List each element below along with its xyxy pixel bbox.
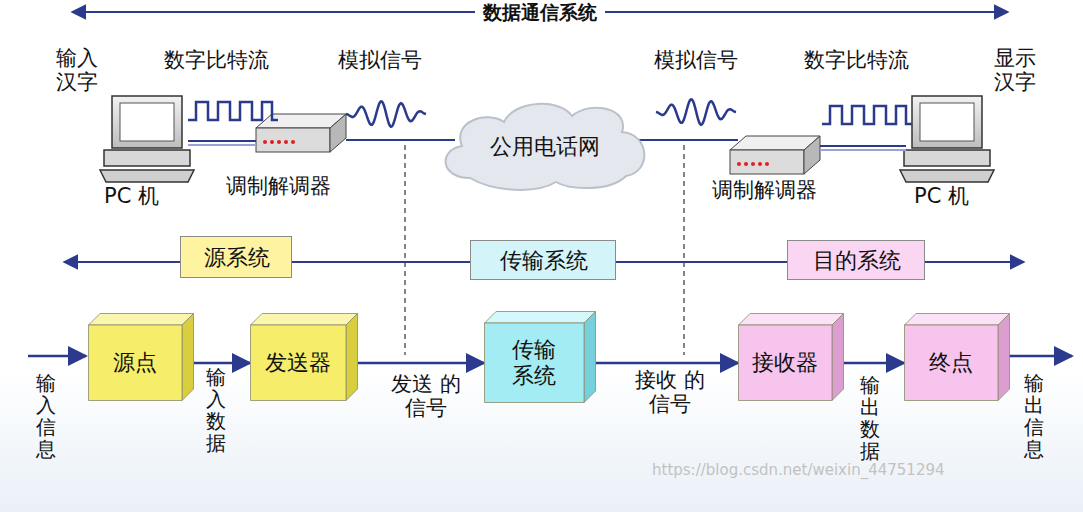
signal-arrow: [194, 362, 250, 365]
text-label: 输出数据: [860, 374, 880, 462]
modem-icon: [730, 136, 820, 174]
diagram-title: 数据通信系统: [475, 0, 605, 26]
signal-arrow: [844, 362, 904, 365]
block-box: 传输 系统: [484, 311, 596, 403]
block-box: 发送器: [250, 313, 358, 401]
block-box: 接收器: [738, 313, 844, 401]
text-label: 发送 的信号: [384, 372, 468, 420]
text-label: 显示 汉字: [994, 46, 1042, 94]
block-box: 源点: [88, 313, 194, 401]
signal-arrow: [358, 362, 484, 365]
text-label: 调制解调器: [226, 174, 331, 198]
node-text: 源点: [113, 350, 157, 376]
node-text: 传输 系统: [510, 337, 558, 390]
node-text: 目的系统: [813, 246, 901, 276]
node-text: 终点: [929, 350, 973, 376]
modem-icon: [256, 114, 346, 152]
node-text: 发送器: [265, 350, 331, 376]
text-label: 数字比特流: [804, 48, 909, 72]
signal-arrow: [596, 362, 738, 365]
block-box: 终点: [904, 313, 1010, 401]
node-text: 公用电话网: [490, 132, 600, 162]
network-cloud: 公用电话网: [470, 122, 620, 172]
pc-icon: [900, 96, 994, 182]
node-text: 源系统: [204, 243, 270, 273]
text-label: 接收 的信号: [628, 368, 712, 416]
text-label: 输出信息: [1024, 372, 1044, 460]
system-band: 传输系统: [470, 240, 616, 280]
text-label: 模拟信号: [654, 48, 738, 72]
pc-icon: [100, 96, 194, 182]
text-label: 模拟信号: [338, 48, 422, 72]
text-label: 输入数据: [206, 366, 226, 454]
node-text: 传输系统: [500, 246, 588, 276]
node-text: 接收器: [752, 350, 818, 376]
watermark: https://blog.csdn.net/weixin_44751294: [652, 462, 945, 479]
system-band: 源系统: [180, 236, 292, 278]
text-label: 输入信息: [36, 372, 56, 460]
text-label: PC 机: [104, 184, 159, 208]
text-label: 调制解调器: [712, 178, 817, 202]
text-label: 数字比特流: [164, 48, 269, 72]
system-band: 目的系统: [787, 240, 925, 280]
text-label: PC 机: [914, 184, 969, 208]
text-label: 输入 汉字: [56, 46, 104, 94]
